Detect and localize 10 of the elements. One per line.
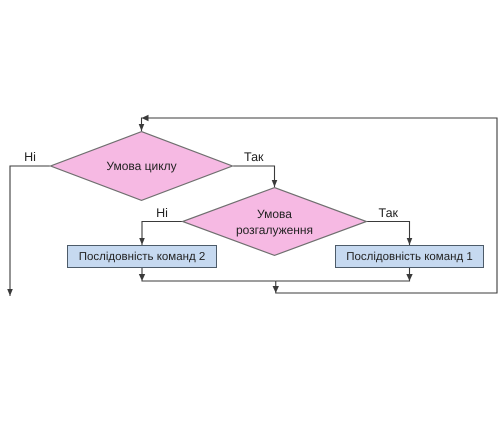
condition-text: Умова розгалуження [234,206,314,238]
process-box [67,245,217,268]
condition-text: Умова циклу [106,158,177,174]
process-label: Послідовність команд 2 [78,250,206,264]
edge-label: Ні [23,150,37,164]
process-box [335,245,484,268]
edge-label: Так [378,206,399,220]
process-label: Послідовність команд 1 [346,250,473,264]
edge-label: Ні [155,206,169,220]
edge-label: Так [243,150,264,164]
